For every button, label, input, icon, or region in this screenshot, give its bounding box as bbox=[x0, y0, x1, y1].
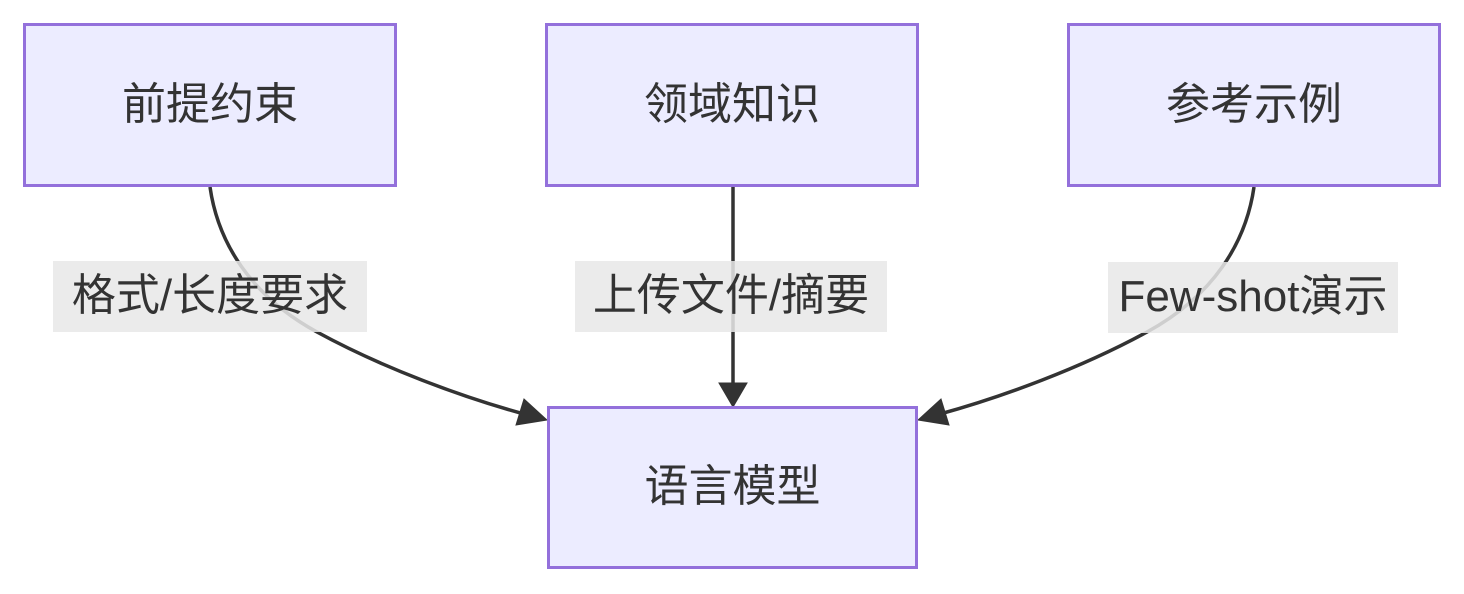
node-label: 前提约束 bbox=[122, 79, 298, 129]
edge-label-text: 格式/长度要求 bbox=[71, 271, 349, 321]
node-label: 领域知识 bbox=[644, 79, 820, 129]
edge-label-text: 上传文件/摘要 bbox=[592, 271, 870, 321]
arrowhead-icon bbox=[515, 398, 549, 426]
node-label: 参考示例 bbox=[1166, 79, 1342, 129]
node-reference-examples: 参考示例 bbox=[1067, 23, 1441, 187]
node-language-model: 语言模型 bbox=[547, 406, 918, 569]
edge-label-few-shot: Few-shot演示 bbox=[1108, 262, 1398, 333]
edge-label-text: Few-shot演示 bbox=[1118, 272, 1388, 322]
arrowhead-icon bbox=[718, 382, 748, 408]
node-domain-knowledge: 领域知识 bbox=[545, 23, 919, 187]
arrowhead-icon bbox=[916, 398, 950, 426]
node-label: 语言模型 bbox=[644, 462, 821, 512]
edge-label-upload-summary: 上传文件/摘要 bbox=[575, 261, 887, 332]
node-premise-constraints: 前提约束 bbox=[23, 23, 397, 187]
edge-premise-to-model bbox=[208, 186, 525, 416]
edge-label-format-length: 格式/长度要求 bbox=[53, 261, 367, 332]
